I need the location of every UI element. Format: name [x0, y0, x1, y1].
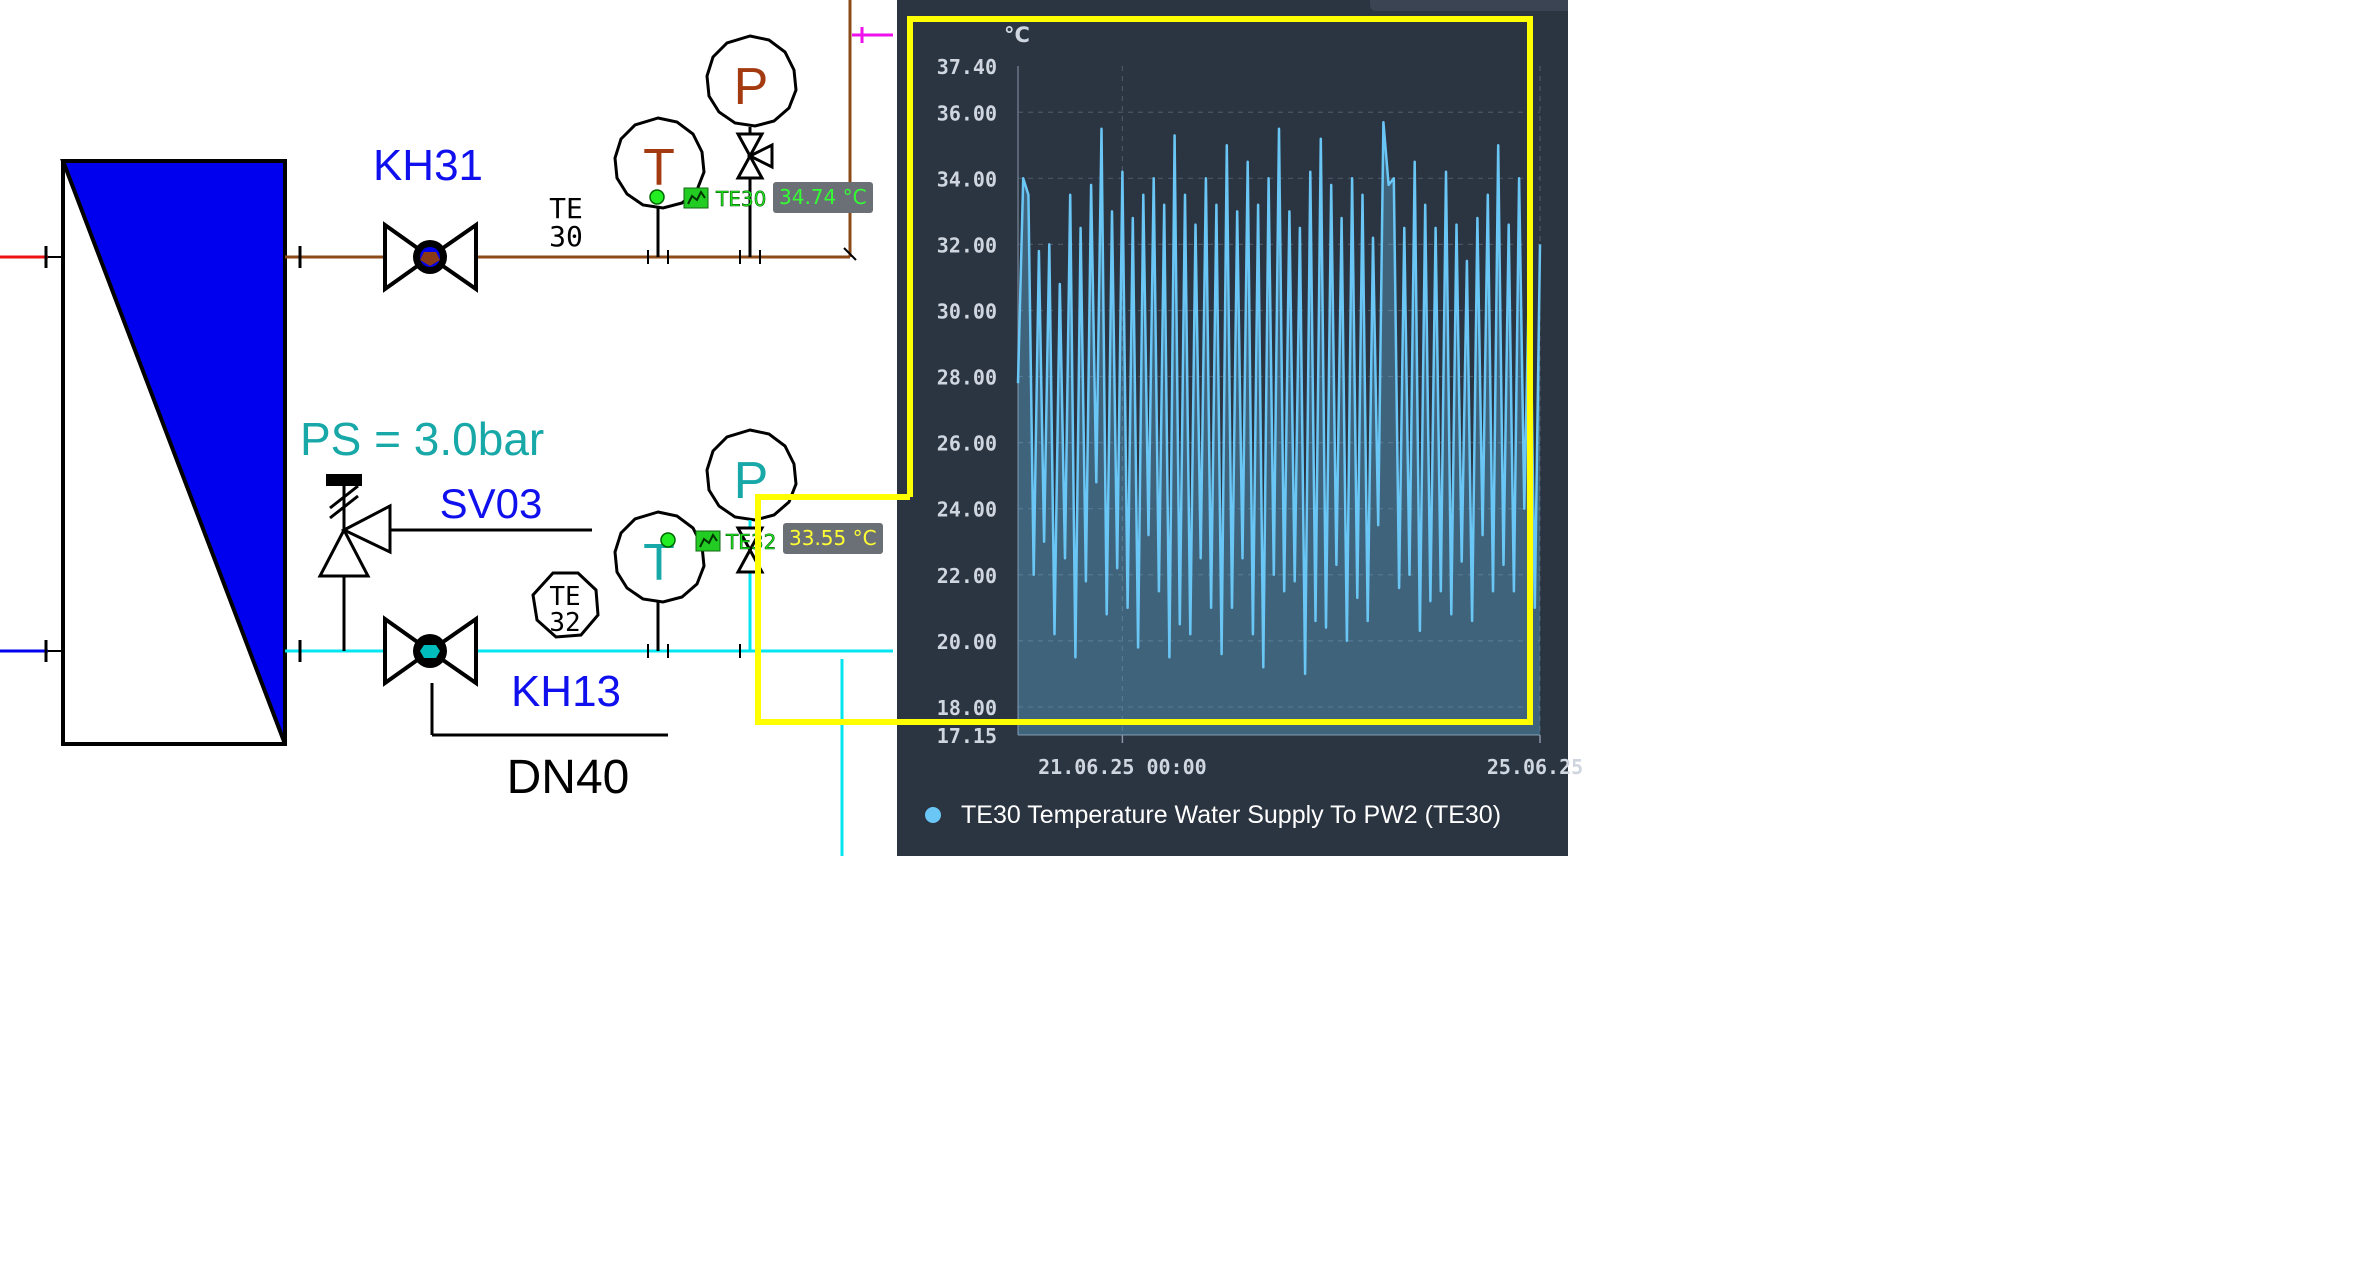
gauge-t-top-letter: T — [643, 139, 675, 197]
y-tick-label: 30.00 — [937, 299, 997, 323]
sensor-te32-value[interactable]: 33.55 °C — [783, 523, 883, 554]
gauge-p-bottom-letter: P — [734, 452, 769, 510]
sensor-te32-badge[interactable]: TE32 — [695, 530, 777, 554]
y-tick-label: 32.00 — [937, 233, 997, 257]
te30-marker-line1: TE — [549, 192, 583, 225]
gauge-p-top-letter: P — [734, 58, 769, 116]
y-tick-label: 28.00 — [937, 366, 997, 390]
valve-kh31[interactable] — [383, 221, 478, 293]
valve-kh31-label: KH31 — [373, 141, 483, 190]
legend-series-dot — [925, 807, 941, 823]
te32-marker-line1: TE — [549, 582, 580, 612]
x-tick-label: 25.06.25 — [1487, 755, 1583, 779]
te32-marker: TE 32 — [531, 571, 600, 639]
y-tick-label: 34.00 — [937, 167, 997, 191]
y-tick-label: 24.00 — [937, 498, 997, 522]
pressure-gauge-top[interactable]: P — [705, 34, 798, 257]
heat-exchanger[interactable] — [60, 159, 287, 746]
te32-marker-line2: 32 — [549, 608, 580, 638]
legend-series-label: TE30 Temperature Water Supply To PW2 (TE… — [961, 800, 1502, 829]
chart-panel-tab[interactable] — [1370, 0, 1568, 11]
safety-valve-sv03[interactable] — [317, 474, 592, 651]
y-tick-label: 26.00 — [937, 432, 997, 456]
sensor-te30-tag: TE30 — [715, 187, 766, 211]
valve-kh13-label: KH13 — [511, 667, 621, 716]
y-tick-label: 36.00 — [937, 101, 997, 125]
valve-kh13[interactable] — [383, 615, 668, 737]
temperature-gauge-bottom[interactable]: T — [613, 510, 706, 651]
sensor-te30-badge[interactable]: TE30 — [683, 187, 767, 211]
y-tick-label: 20.00 — [937, 630, 997, 654]
y-tick-label: 17.15 — [937, 724, 997, 748]
y-tick-label: 22.00 — [937, 564, 997, 588]
temperature-gauge-top[interactable]: T — [613, 116, 706, 257]
chart-series-te30[interactable] — [1016, 120, 1542, 735]
y-tick-label: 37.40 — [937, 55, 997, 79]
safety-pressure-label: PS = 3.0bar — [300, 413, 544, 465]
x-tick-label: 21.06.25 00:00 — [1038, 755, 1207, 779]
chart-x-axis: 21.06.25 00:00 25.06.25 — [1038, 735, 1583, 779]
chart-legend[interactable]: TE30 Temperature Water Supply To PW2 (TE… — [925, 800, 1501, 830]
safety-valve-label: SV03 — [440, 480, 543, 527]
sensor-te30-value[interactable]: 34.74 °C — [773, 182, 873, 213]
temperature-trend-chart[interactable]: 37.40 36.00 34.00 32.00 30.00 28.00 26.00 24.00… — [897, 0, 1583, 856]
te30-marker-line2: 30 — [549, 220, 583, 253]
y-tick-label: 18.00 — [937, 696, 997, 720]
pipe-size-label: DN40 — [507, 751, 630, 804]
magenta-connection — [852, 27, 893, 43]
chart-unit-label: °C — [1004, 23, 1030, 47]
sensor-te32-tag: TE32 — [725, 530, 776, 554]
chart-y-axis: 37.40 36.00 34.00 32.00 30.00 28.00 26.00 24.00… — [937, 55, 997, 748]
